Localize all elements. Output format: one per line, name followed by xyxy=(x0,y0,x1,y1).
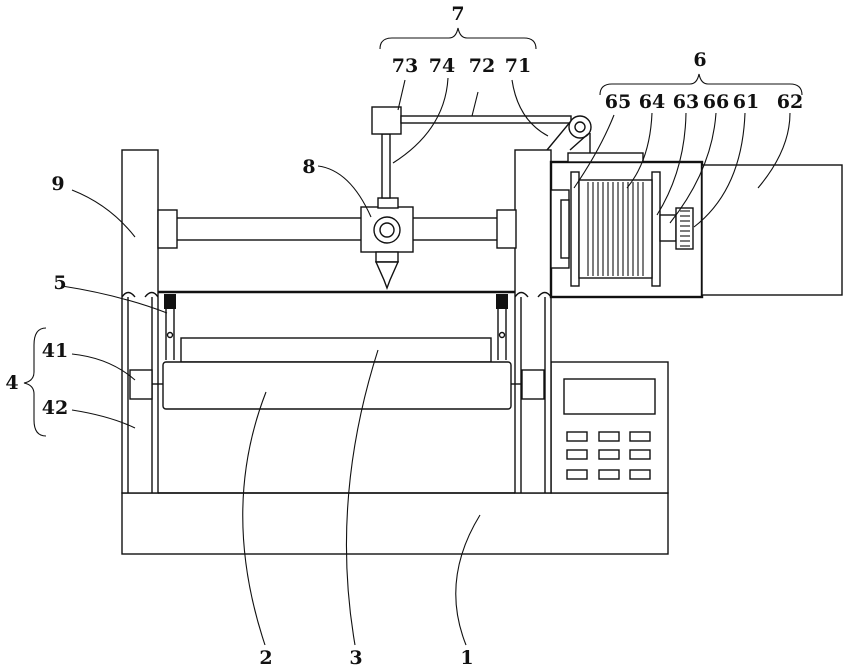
roller xyxy=(163,362,511,409)
slide-block xyxy=(372,107,401,134)
left-column xyxy=(122,150,158,493)
label-66: 66 xyxy=(703,91,729,113)
left-slider xyxy=(130,370,152,399)
label-62: 62 xyxy=(777,91,803,113)
label-4: 4 xyxy=(5,372,18,394)
brace-7 xyxy=(380,28,536,49)
base-plate xyxy=(122,493,668,554)
label-65: 65 xyxy=(605,91,631,113)
label-1: 1 xyxy=(460,647,473,669)
motor-gear xyxy=(676,208,693,249)
platform-plate xyxy=(181,338,491,362)
label-41: 41 xyxy=(42,340,68,362)
right-column xyxy=(515,150,551,493)
label-9: 9 xyxy=(51,173,64,195)
label-63: 63 xyxy=(673,91,699,113)
label-72: 72 xyxy=(469,55,495,77)
drop-arm xyxy=(382,134,390,198)
left-clamp xyxy=(164,294,176,360)
traverse-unit xyxy=(372,107,591,198)
label-74: 74 xyxy=(429,55,455,77)
label-8: 8 xyxy=(302,156,315,178)
label-3: 3 xyxy=(349,647,362,669)
label-6: 6 xyxy=(693,49,706,71)
motor-housing xyxy=(702,165,842,295)
control-panel xyxy=(551,362,668,493)
guide-bar xyxy=(158,210,516,248)
display-screen xyxy=(564,379,655,414)
label-64: 64 xyxy=(639,91,665,113)
label-2: 2 xyxy=(259,647,272,669)
label-5: 5 xyxy=(53,272,66,294)
traverse-rod xyxy=(401,116,571,123)
label-42: 42 xyxy=(42,397,68,419)
label-71: 71 xyxy=(505,55,531,77)
right-clamp xyxy=(496,294,508,360)
right-slider xyxy=(522,370,544,399)
winding-drum xyxy=(579,180,652,278)
label-61: 61 xyxy=(733,91,759,113)
keypad xyxy=(567,432,650,479)
label-7: 7 xyxy=(451,3,464,25)
label-73: 73 xyxy=(392,55,418,77)
